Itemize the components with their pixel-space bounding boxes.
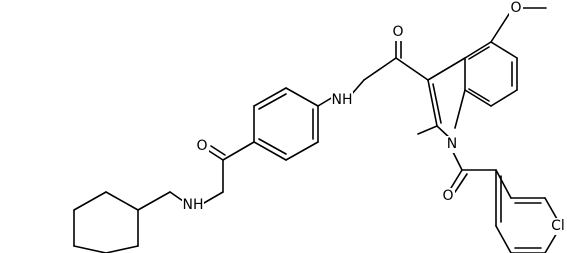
atom-o-benzoyl: O (441, 188, 455, 205)
atom-nh-acetamide-text: NH (332, 92, 353, 108)
atom-o-methoxy: O (509, 0, 523, 17)
atom-labels: O O NH N O Cl O NH (182, 0, 567, 235)
atom-o-acetamide-text: O (392, 24, 403, 40)
atom-chlorine-text: Cl (551, 218, 565, 234)
atom-o-amide: O (195, 138, 209, 155)
atom-n-indole: N (446, 136, 459, 153)
atom-nh-acetamide: NH (331, 92, 353, 109)
atom-o-benzoyl-text: O (442, 188, 453, 204)
atom-o-amide-text: O (196, 138, 207, 154)
bond-lines (73, 7, 562, 253)
atom-o-acetamide: O (391, 24, 405, 41)
atom-chlorine: Cl (549, 218, 567, 235)
atom-nh-amide: NH (182, 197, 204, 214)
atom-n-indole-text: N (447, 136, 457, 152)
atom-nh-amide-text: NH (183, 197, 204, 213)
atom-o-methoxy-text: O (510, 0, 521, 16)
